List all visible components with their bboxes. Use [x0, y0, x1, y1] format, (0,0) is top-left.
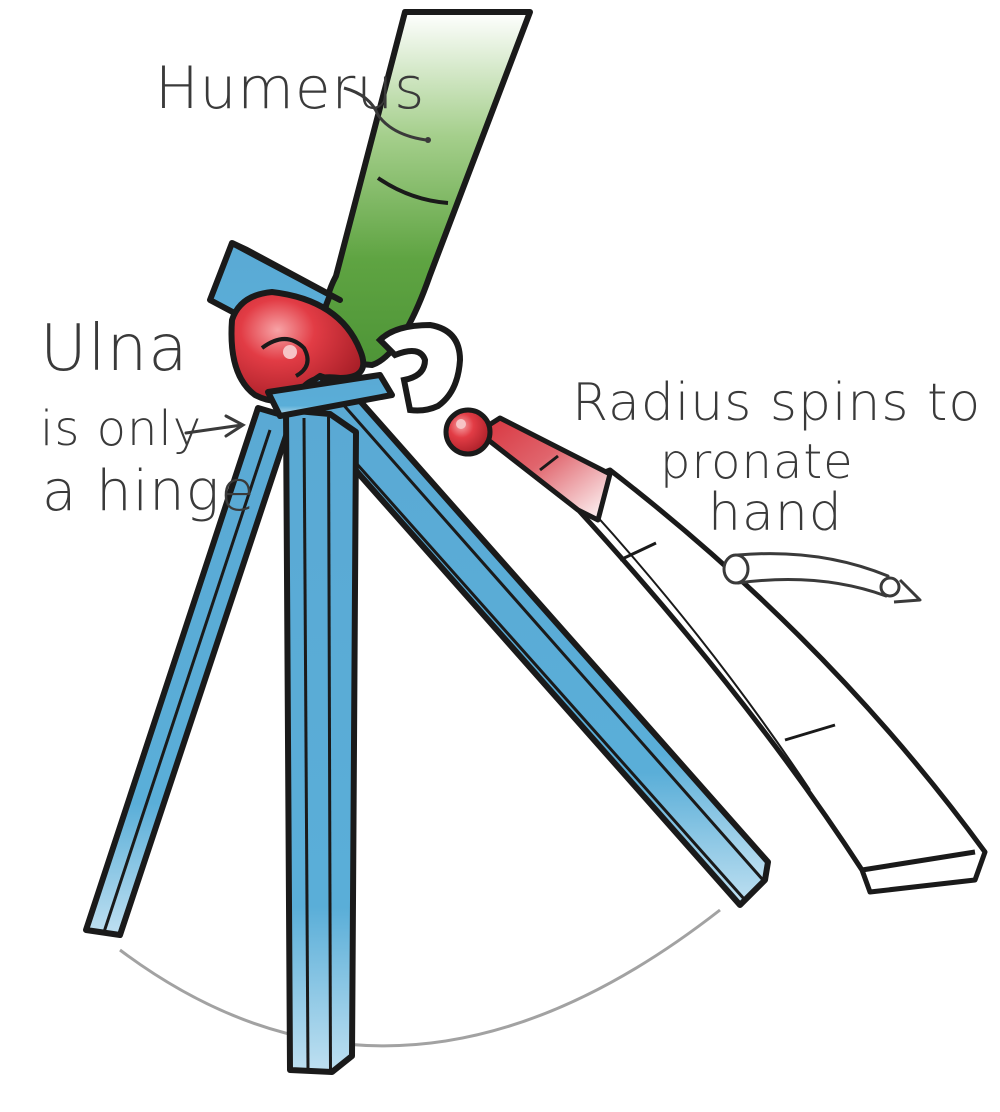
label-ulna-is-only: is only: [40, 401, 202, 457]
label-pronate: pronate: [660, 434, 854, 490]
radius-head: [443, 407, 493, 457]
ulna-middle-leg: [283, 407, 335, 1075]
label-hand: hand: [708, 483, 843, 543]
label-radius-spins-to: Radius spins to: [572, 373, 981, 433]
ulna-legs: [83, 372, 771, 1075]
ulna-arrow: [184, 414, 246, 438]
ulna-hinge: [228, 289, 367, 404]
humerus-leader-line: [343, 86, 427, 142]
pronation-arrow-icon: [722, 552, 922, 604]
radius-rod: [443, 407, 613, 523]
humerus-leader-dot: [425, 137, 431, 143]
trochlea-hook: [375, 321, 464, 414]
label-ulna: Ulna: [40, 312, 188, 386]
label-ulna-a-hinge: a hinge: [42, 459, 256, 524]
label-humerus: Humerus: [155, 54, 425, 122]
shadow-arc: [119, 908, 721, 1048]
